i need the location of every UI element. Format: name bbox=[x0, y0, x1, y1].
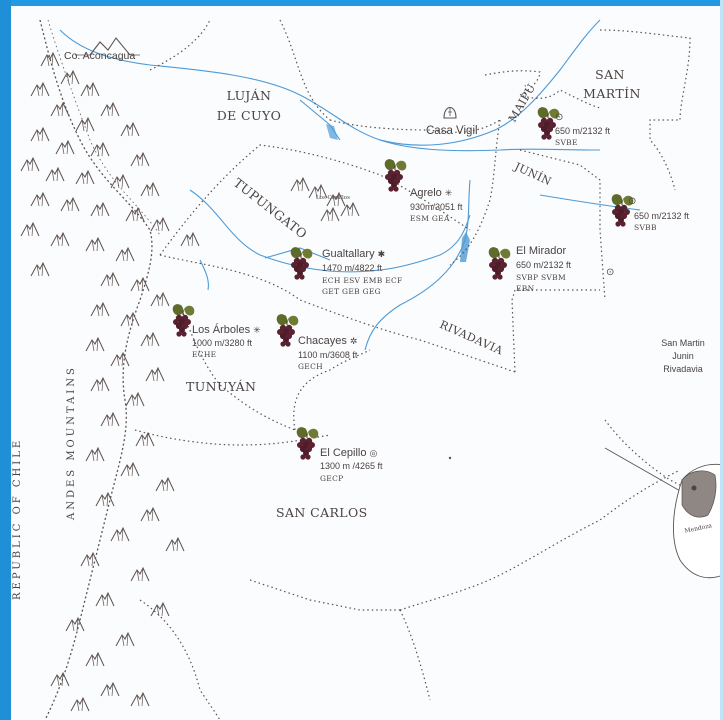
region-san: SAN bbox=[595, 67, 625, 82]
vineyard-el-cepillo-codes: GECP bbox=[320, 474, 344, 483]
vineyard-chacayes-grape-icon bbox=[276, 313, 299, 348]
region-martin: MARTÍN bbox=[583, 86, 641, 101]
vineyard-junin-codes: SVBB bbox=[634, 223, 657, 232]
el-cepillo-symbol-icon: ◎ bbox=[369, 448, 378, 458]
maipu-symbol-icon: ⊙ bbox=[555, 112, 564, 123]
locator-marker-icon: ⊙ bbox=[606, 267, 615, 278]
vineyard-el-mirador-elevation: 650 m/2132 ft bbox=[516, 260, 572, 270]
vineyard-los-arboles-name: Los Árboles✳ bbox=[192, 324, 261, 336]
vineyard-agrelo-grape-icon bbox=[384, 158, 407, 193]
chacayes-symbol-icon: ✲ bbox=[349, 336, 358, 346]
region-de-cuyo: DE CUYO bbox=[216, 108, 282, 123]
inset-caption-line-1: San Martin bbox=[661, 338, 705, 348]
mendoza-inset bbox=[604, 447, 723, 579]
vineyard-gualtallary-grape-icon bbox=[290, 246, 313, 281]
vineyard-el-cepillo-grape-icon bbox=[296, 426, 319, 461]
chile-border bbox=[39, 19, 153, 720]
vineyard-junin-elevation: 650 m/2132 ft bbox=[634, 211, 690, 221]
vineyard-el-mirador-codes-2: EBN bbox=[516, 284, 535, 293]
rivers bbox=[59, 19, 641, 351]
frame-left-edge bbox=[0, 0, 11, 720]
junin-symbol-icon: ⊙ bbox=[628, 196, 637, 207]
agrelo-symbol-icon: ✳ bbox=[444, 188, 453, 198]
inset-caption-line-2: Junin bbox=[672, 351, 694, 361]
vineyard-maipu-elevation: 650 m/2132 ft bbox=[555, 126, 611, 136]
vineyard-el-mirador-name: El Mirador bbox=[516, 245, 567, 257]
casa-vigil-icon bbox=[443, 106, 457, 119]
vineyard-chacayes-elevation: 1100 m/3608 ft bbox=[298, 350, 358, 360]
vineyard-los-arboles-codes: ECHE bbox=[192, 350, 217, 359]
vineyard-chacayes-name: Chacayes✲ bbox=[298, 335, 358, 347]
vineyard-gualtallary-codes-1: ECH ESV EMB ECF bbox=[322, 276, 403, 285]
los-arboles-symbol-icon: ✳ bbox=[253, 325, 261, 335]
region-tunuyan: TUNUYÁN bbox=[186, 379, 257, 394]
region-san-carlos: SAN CARLOS bbox=[276, 505, 368, 520]
vineyard-el-mirador-codes-1: SVBP SVBM bbox=[516, 273, 566, 282]
vineyard-gualtallary-codes-2: GET GEB GEG bbox=[322, 287, 381, 296]
vineyard-el-cepillo-elevation: 1300 m /4265 ft bbox=[320, 461, 383, 471]
inset-caption-line-3: Rivadavia bbox=[663, 364, 703, 374]
boundaries bbox=[134, 19, 723, 720]
side-label-chile: REPUBLIC OF CHILE bbox=[12, 437, 23, 600]
peak-label: Co. Aconcagua bbox=[64, 50, 136, 62]
vineyard-agrelo-elevation: 930m/3051 ft bbox=[410, 202, 463, 212]
vineyard-agrelo-codes: ESM GEA bbox=[410, 214, 450, 223]
frame-top-edge bbox=[0, 0, 723, 6]
vineyard-agrelo-name: Agrelo✳ bbox=[410, 187, 453, 199]
region-lujan: LUJÁN bbox=[226, 88, 272, 103]
casa-vigil-label: Casa Vigil bbox=[426, 125, 478, 137]
vineyard-el-mirador-grape-icon bbox=[488, 246, 511, 281]
vineyard-gualtallary-name: Gualtallary✱ bbox=[322, 248, 386, 260]
frame-right-edge bbox=[720, 0, 723, 720]
vineyard-gualtallary-elevation: 1470 m/4822 ft bbox=[322, 263, 383, 273]
gualtallary-symbol-icon: ✱ bbox=[377, 249, 386, 259]
los-cepillos-label: Los Cepillos bbox=[316, 195, 350, 201]
vineyard-chacayes-codes: GECH bbox=[298, 362, 323, 371]
side-label-andes: ANDES MOUNTAINS bbox=[66, 365, 77, 520]
vineyard-el-cepillo-name: El Cepillo◎ bbox=[320, 447, 378, 459]
andes-mountains bbox=[20, 37, 360, 712]
vineyard-maipu-codes: SVBE bbox=[555, 138, 578, 147]
vineyard-los-arboles-elevation: 1000 m/3280 ft bbox=[192, 338, 253, 348]
